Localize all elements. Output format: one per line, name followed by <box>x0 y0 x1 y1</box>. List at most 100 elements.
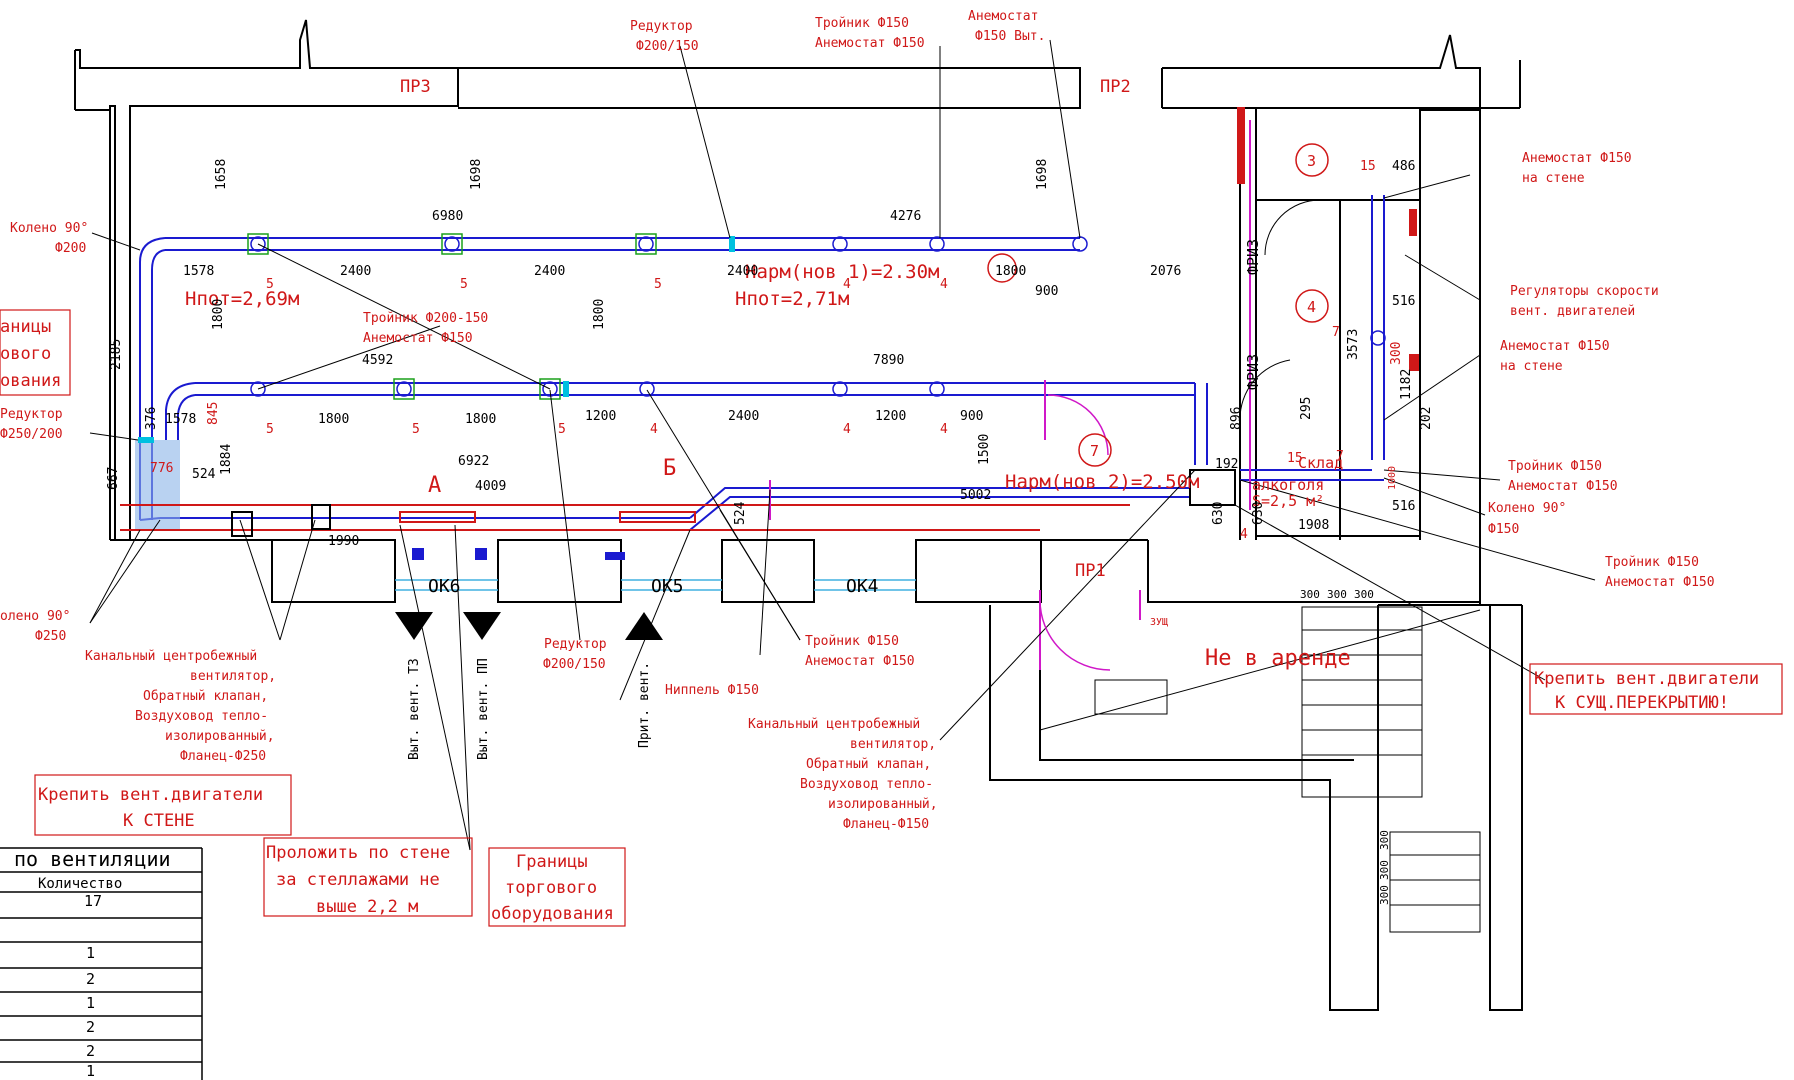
callout-anem-stene2-line2: на стене <box>1500 359 1563 374</box>
callout-troynik-mid-line2: Анемостат Ф150 <box>805 654 915 669</box>
dim-300-d: 300 <box>1354 588 1374 601</box>
dim-5-a: 5 <box>266 277 274 292</box>
dim-192: 192 <box>1215 457 1238 472</box>
dim-1800-v2: 1800 <box>592 299 607 330</box>
dim-1990: 1990 <box>328 534 359 549</box>
dim-486: 486 <box>1392 159 1415 174</box>
table-grid <box>0 847 203 1080</box>
not-leased-label: Не в аренде <box>1205 646 1351 671</box>
callout-troynik-mid-line1: Тройник Ф150 <box>805 634 899 649</box>
dim-1000: 1000 <box>1387 466 1398 490</box>
dim-300-a: 300 <box>1389 342 1404 365</box>
dim-4-e: 4 <box>940 422 948 437</box>
dim-2400-d: 2400 <box>728 409 759 424</box>
dim-1908: 1908 <box>1298 518 1329 533</box>
callout-koleno250-line2: Ф250 <box>35 629 66 644</box>
sklad-label: Склад <box>1298 454 1343 472</box>
dim-2076: 2076 <box>1150 264 1181 279</box>
dim-295: 295 <box>1299 397 1314 420</box>
callout-granitsy-left-1: аницы <box>0 317 51 337</box>
dim-1200-a: 1200 <box>585 409 616 424</box>
dim-1884: 1884 <box>219 444 234 475</box>
callout-kanal2-line2: вентилятор, <box>850 737 936 752</box>
friz-label-2: ФРИЗ <box>1244 354 1262 390</box>
dim-300-g: 300 <box>1378 885 1391 905</box>
callout-reductor250-line2: Ф250/200 <box>0 427 63 442</box>
dim-900-b: 900 <box>960 409 983 424</box>
room-circles <box>987 143 1329 467</box>
dim-300-e: 300 <box>1378 830 1391 850</box>
dim-2185: 2185 <box>109 339 124 370</box>
dim-1800-c: 1800 <box>465 412 496 427</box>
reducer-middle <box>563 381 569 397</box>
dim-6980: 6980 <box>432 209 463 224</box>
dim-900-a: 900 <box>1035 284 1058 299</box>
opening-pr2: ПР2 <box>1100 77 1131 97</box>
table-row-4: 1 <box>86 994 95 1012</box>
window-ok6: ОК6 <box>428 576 461 597</box>
dim-1578-b: 1578 <box>165 412 196 427</box>
dim-5002: 5002 <box>960 488 991 503</box>
dim-630-a: 630 <box>1211 502 1226 525</box>
callout-frames <box>0 309 1783 927</box>
dim-7-b: 7 <box>1336 449 1344 464</box>
dim-4-b: 4 <box>940 277 948 292</box>
dim-1500: 1500 <box>977 434 992 465</box>
callout-granitsy-line1: Границы <box>516 852 588 872</box>
door-swings <box>1239 199 1321 421</box>
dim-15-b: 15 <box>1287 451 1303 466</box>
table-row-0: 17 <box>84 892 102 910</box>
callout-koleno150-line2: Ф150 <box>1488 522 1519 537</box>
callout-kanal1-line5: изолированный, <box>165 729 275 744</box>
dim-2400-a: 2400 <box>340 264 371 279</box>
callout-reductor250-line1: Редуктор <box>0 407 63 422</box>
ducts <box>139 195 1385 531</box>
dim-1182: 1182 <box>1399 369 1414 400</box>
callout-reductor2-line1: Редуктор <box>544 637 607 652</box>
callout-krepit-sush-line2: К СУЩ.ПЕРЕКРЫТИЮ! <box>1555 693 1729 713</box>
callout-koleno150-line1: Колено 90° <box>1488 501 1566 516</box>
callout-troynik150-line1: Тройник Ф150 <box>815 16 909 31</box>
dim-4-f: 4 <box>1240 527 1248 542</box>
section-b: Б <box>663 456 676 481</box>
opening-pr1: ПР1 <box>1075 561 1106 581</box>
callout-anem-stene1-line2: на стене <box>1522 171 1585 186</box>
dim-896: 896 <box>1229 407 1244 430</box>
dim-4-a: 4 <box>843 277 851 292</box>
dim-667: 667 <box>106 467 121 490</box>
dim-1200-b: 1200 <box>875 409 906 424</box>
dim-3573: 3573 <box>1346 329 1361 360</box>
callout-troynik200-line2: Анемостат Ф150 <box>363 331 473 346</box>
callout-kanal2-line3: Обратный клапан, <box>806 757 931 772</box>
callout-reductor1-line1: Редуктор <box>630 19 693 34</box>
dim-1800-a: 1800 <box>995 264 1026 279</box>
callout-koleno200-line2: Ф200 <box>55 241 86 256</box>
callout-kanal2-line1: Канальный центробежный <box>748 717 920 732</box>
callout-anemostat-vyt-line1: Анемостат <box>968 9 1038 24</box>
callout-prolozhit-line3: выше 2,2 м <box>316 897 418 917</box>
dim-4009: 4009 <box>475 479 506 494</box>
dim-630-b: 630 <box>1251 502 1266 525</box>
area-label: S=2,5 м² <box>1252 492 1324 510</box>
friz-label-1: ФРИЗ <box>1244 239 1262 275</box>
room-4: 4 <box>1307 298 1316 316</box>
callout-koleno200-line1: Колено 90° <box>10 221 88 236</box>
dim-845: 845 <box>206 402 221 425</box>
room-7: 7 <box>1090 442 1099 460</box>
callout-ruch: ЗУЩ <box>1150 617 1168 628</box>
dim-5-d: 5 <box>266 422 274 437</box>
callout-kanal2-line4: Воздуховод тепло- <box>800 777 933 792</box>
table-row-3: 2 <box>86 970 95 988</box>
dim-6922: 6922 <box>458 454 489 469</box>
section-arrows <box>395 612 663 640</box>
table-title: по вентиляции <box>14 847 171 871</box>
callout-granitsy-left-3: ования <box>0 371 61 391</box>
callout-kanal2-line6: Фланец-Ф150 <box>843 817 929 832</box>
label-prit: Прит. вент. <box>637 662 652 748</box>
reducer-left <box>138 437 154 443</box>
callout-troynik-r2-line1: Тройник Ф150 <box>1605 555 1699 570</box>
wall-grilles <box>412 548 625 560</box>
callout-prolozhit-line1: Проложить по стене <box>266 843 450 863</box>
callout-troynik150-line2: Анемостат Ф150 <box>815 36 925 51</box>
callout-prolozhit-line2: за стеллажами не <box>276 870 440 890</box>
